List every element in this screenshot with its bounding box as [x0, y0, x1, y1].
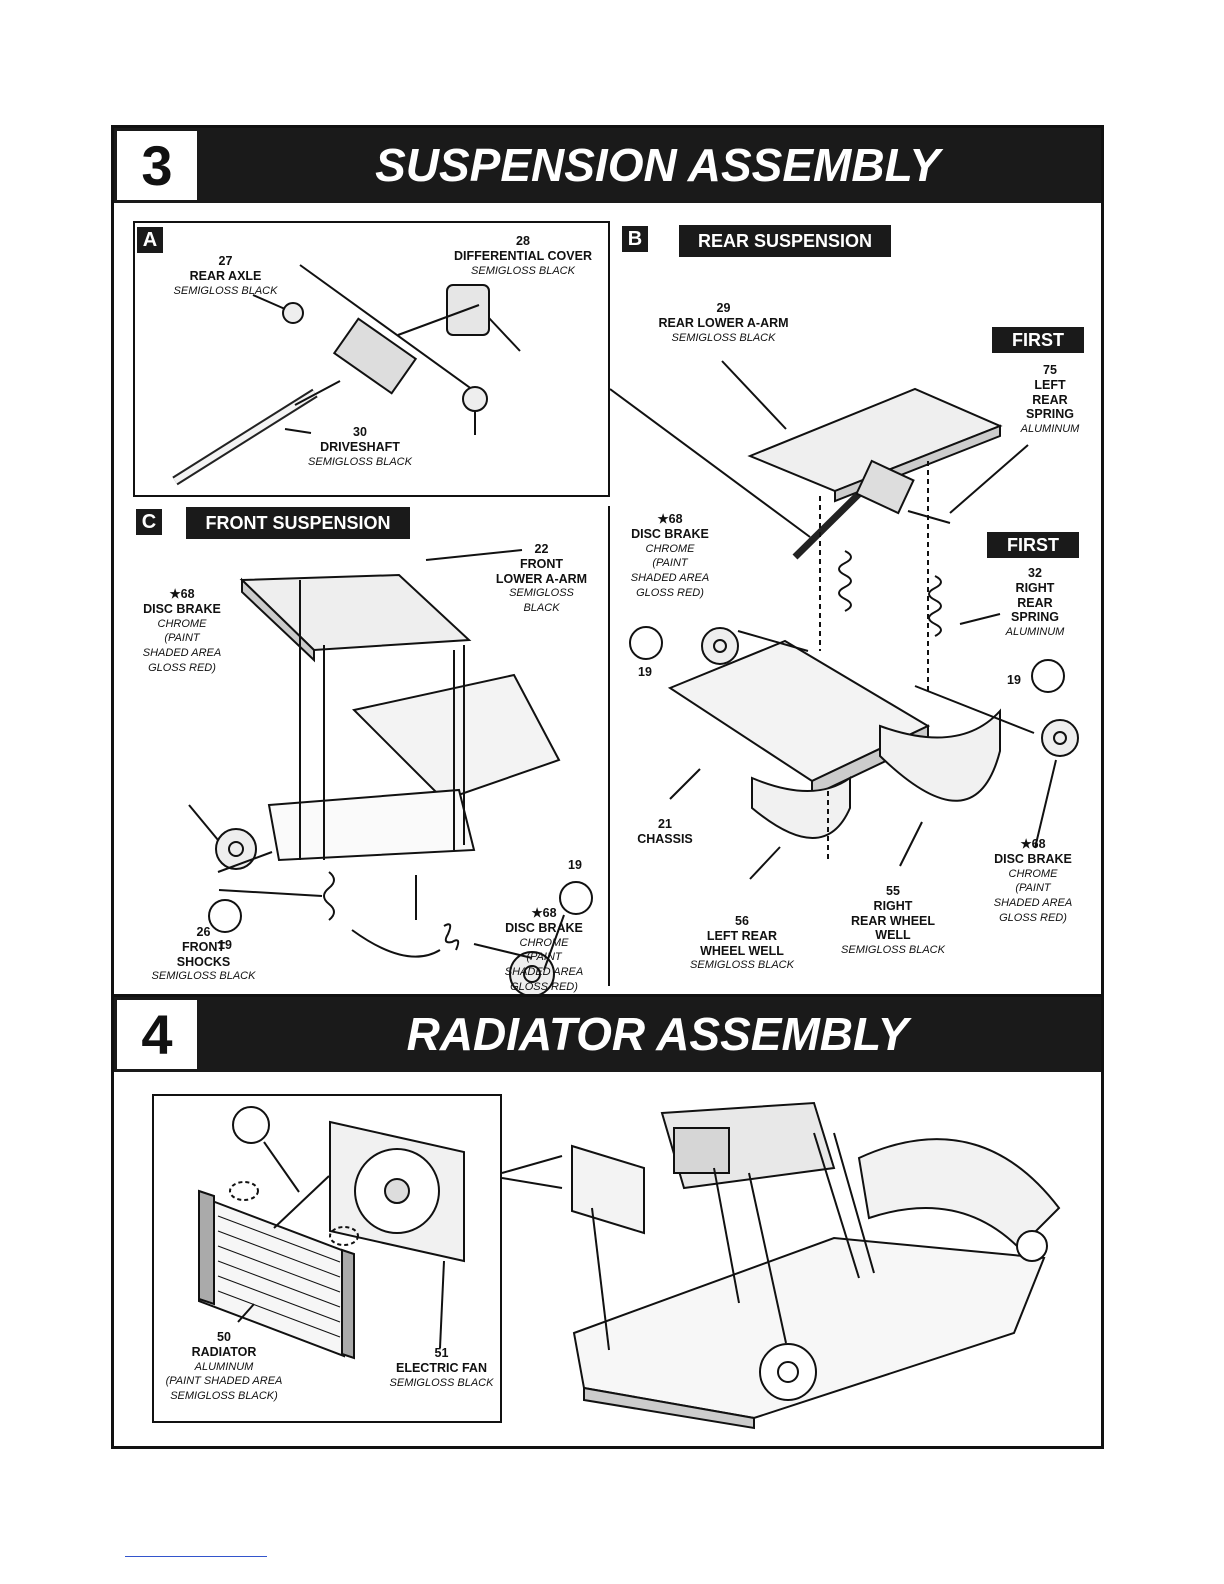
radiator-detail-panel: 50 RADIATOR ALUMINUM (PAINT SHADED AREA …	[152, 1094, 502, 1423]
label-front-shocks: 26 FRONT SHOCKS SEMIGLOSS BLACK	[151, 925, 256, 983]
decal-19-front-left: 19	[218, 938, 232, 952]
panel-a-tag: A	[137, 227, 163, 253]
panel-c-front-suspension: C FRONT SUSPENSION	[114, 500, 610, 995]
label-electric-fan: 51 ELECTRIC FAN SEMIGLOSS BLACK	[389, 1346, 494, 1389]
first-badge-right-spring: FIRST	[987, 532, 1079, 558]
front-suspension-banner: FRONT SUSPENSION	[186, 507, 410, 539]
step-divider	[114, 994, 1101, 997]
radiator-fan-drawing	[198, 1106, 465, 1360]
step-3-title: SUSPENSION ASSEMBLY	[375, 139, 940, 191]
instruction-sheet-frame: 3 SUSPENSION ASSEMBLY A	[111, 125, 1104, 1449]
label-driveshaft: 30 DRIVESHAFT SEMIGLOSS BLACK	[308, 425, 412, 468]
step-4-title: RADIATOR ASSEMBLY	[406, 1008, 909, 1060]
rear-suspension-banner: REAR SUSPENSION	[679, 225, 891, 257]
label-disc-brake-front-right: ★68 DISC BRAKE CHROME (PAINT SHADED AREA…	[504, 906, 584, 993]
panel-b-rear-suspension: B REAR SUSPENSION FIRST FIRST	[610, 221, 1101, 999]
label-disc-brake-front-left: ★68 DISC BRAKE CHROME (PAINT SHADED AREA…	[142, 587, 222, 674]
label-disc-brake-rear-right: ★68 DISC BRAKE CHROME (PAINT SHADED AREA…	[993, 837, 1073, 924]
panel-c-tag: C	[136, 509, 162, 535]
first-badge-left-spring: FIRST	[992, 327, 1084, 353]
label-right-rear-spring: 32 RIGHT REAR SPRING ALUMINUM	[1005, 566, 1065, 639]
footer-link-underline	[125, 1556, 267, 1557]
step-3-number: 3	[117, 131, 197, 200]
label-rear-axle: 27 REAR AXLE SEMIGLOSS BLACK	[173, 254, 278, 297]
label-left-rear-spring: 75 LEFT REAR SPRING ALUMINUM	[1020, 363, 1080, 436]
chassis-engine-drawing	[501, 1101, 1061, 1430]
label-left-rear-wheel-well: 56 LEFT REAR WHEEL WELL SEMIGLOSS BLACK	[690, 914, 794, 972]
decal-19-rear-right: 19	[1007, 673, 1021, 687]
panel-divider	[608, 506, 610, 986]
panel-a-rear-axle: A 27 R	[133, 221, 610, 497]
decal-19-front-right: 19	[568, 858, 582, 872]
label-radiator: 50 RADIATOR ALUMINUM (PAINT SHADED AREA …	[165, 1330, 283, 1403]
panel-b-tag: B	[622, 226, 648, 252]
label-chassis: 21 CHASSIS	[637, 817, 693, 846]
label-rear-lower-a-arm: 29 REAR LOWER A-ARM SEMIGLOSS BLACK	[658, 301, 789, 344]
label-front-lower-a-arm: 22 FRONT LOWER A-ARM SEMIGLOSS BLACK	[495, 542, 588, 615]
step-4-number: 4	[117, 1000, 197, 1069]
label-disc-brake-rear-left: ★68 DISC BRAKE CHROME (PAINT SHADED AREA…	[630, 512, 710, 599]
rear-suspension-drawing	[610, 360, 1079, 880]
rear-axle-drawing	[172, 264, 521, 486]
label-differential-cover: 28 DIFFERENTIAL COVER SEMIGLOSS BLACK	[454, 234, 592, 277]
step-4-header: 4 RADIATOR ASSEMBLY	[114, 997, 1101, 1072]
label-right-rear-wheel-well: 55 RIGHT REAR WHEEL WELL SEMIGLOSS BLACK	[841, 884, 945, 957]
step-3-header: 3 SUSPENSION ASSEMBLY	[114, 128, 1101, 203]
decal-19-rear-left: 19	[638, 665, 652, 679]
front-suspension-drawing	[188, 549, 593, 995]
